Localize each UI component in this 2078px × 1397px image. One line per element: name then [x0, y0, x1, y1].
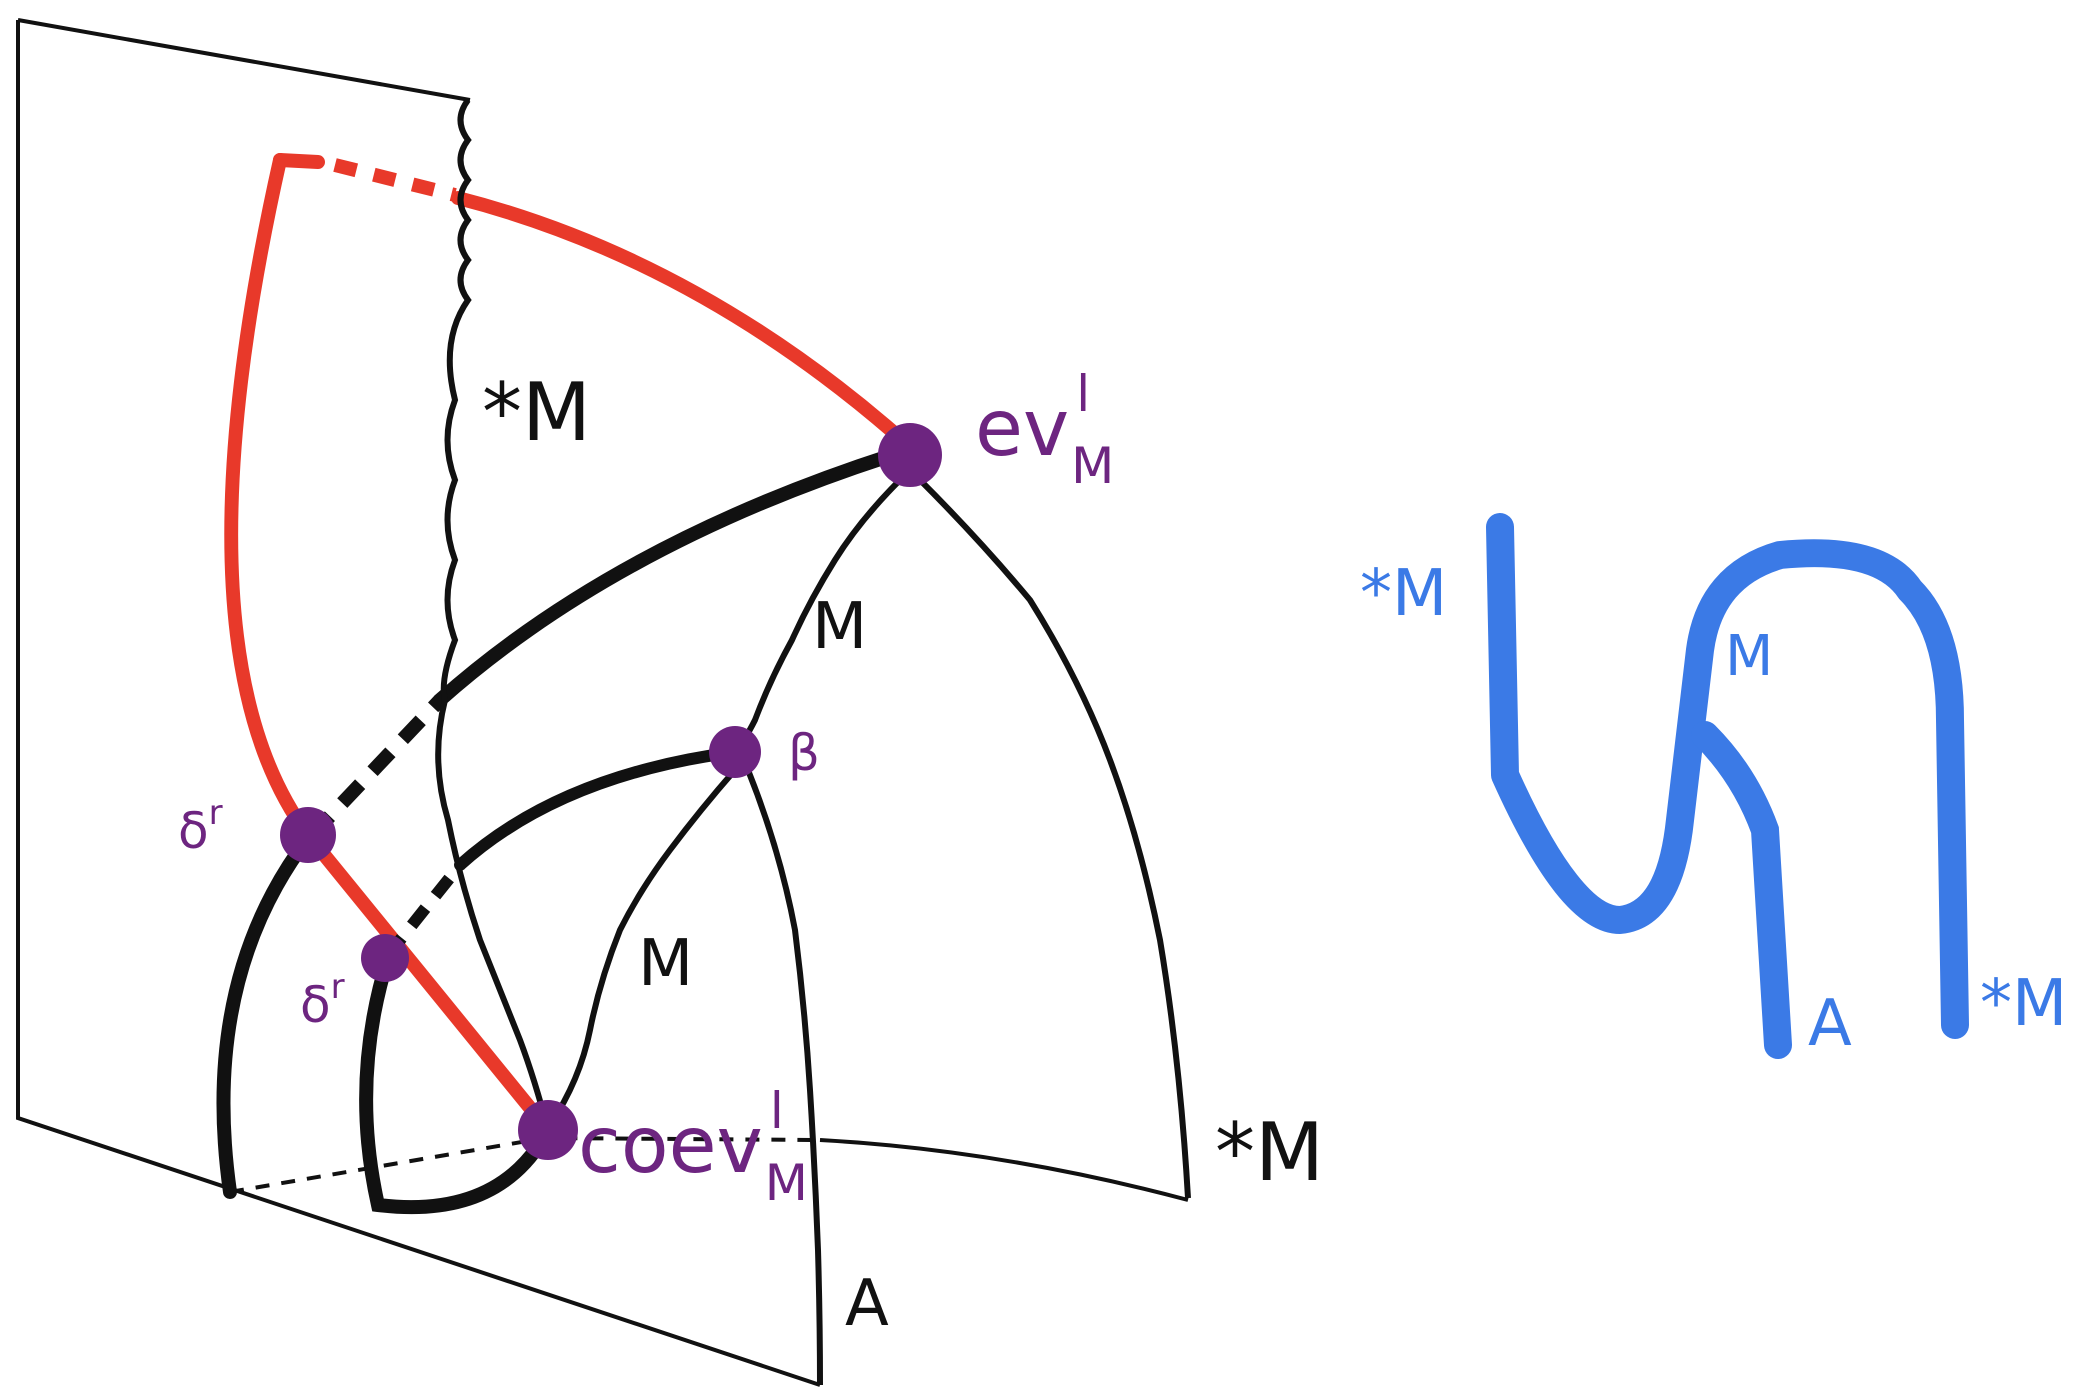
wavy-line-star-m-left [435, 98, 551, 1131]
wavy-line-a [745, 768, 823, 1386]
wavy-line-m-lower [547, 768, 738, 1127]
string-label-star-m-left: *M [1360, 557, 1447, 631]
black-sheet-middle [454, 746, 741, 871]
string-label-a-bottom: A [1808, 987, 1852, 1061]
blue-string [1486, 513, 1969, 1039]
bottom-sheet-edge [819, 1138, 1189, 1202]
red-sheet-top-dashed [333, 158, 457, 202]
label-delta-upper: δr [178, 793, 223, 860]
label-m-upper: M [812, 590, 867, 664]
label-a-bottom: A [845, 1267, 889, 1341]
red-sheet-top-solid [273, 153, 325, 169]
label-delta-lower: δr [300, 967, 345, 1034]
wavy-line-m-upper [732, 477, 903, 754]
label-beta: β [788, 724, 820, 782]
black-sheet-lower-left [216, 831, 315, 1199]
string-label-star-m-right: *M [1980, 967, 2067, 1041]
coev-vertex [518, 1100, 578, 1160]
label-m-lower: M [638, 927, 693, 1001]
beta-vertex [709, 726, 761, 778]
wavy-line-star-m-right [917, 477, 1191, 1199]
label-ev: evMl [975, 365, 1114, 495]
back-plane [16, 18, 821, 1387]
delta-lower-vertex [361, 934, 409, 982]
string-label-m-middle: M [1725, 624, 1773, 689]
label-coev: coevMl [578, 1082, 808, 1212]
label-star-m-right: *M [1215, 1106, 1324, 1199]
black-sheet-upper [433, 443, 915, 707]
blue-string-branch-a [1691, 721, 1792, 1059]
label-star-m-top: *M [482, 366, 591, 459]
black-sheet-upper-dashed [306, 695, 446, 840]
delta-upper-vertex [280, 807, 336, 863]
ev-vertex [878, 423, 942, 487]
black-sheet-lower-inner [359, 951, 555, 1215]
red-sheet-left-arc [224, 153, 555, 1137]
red-sheet-top-arc [451, 191, 915, 452]
